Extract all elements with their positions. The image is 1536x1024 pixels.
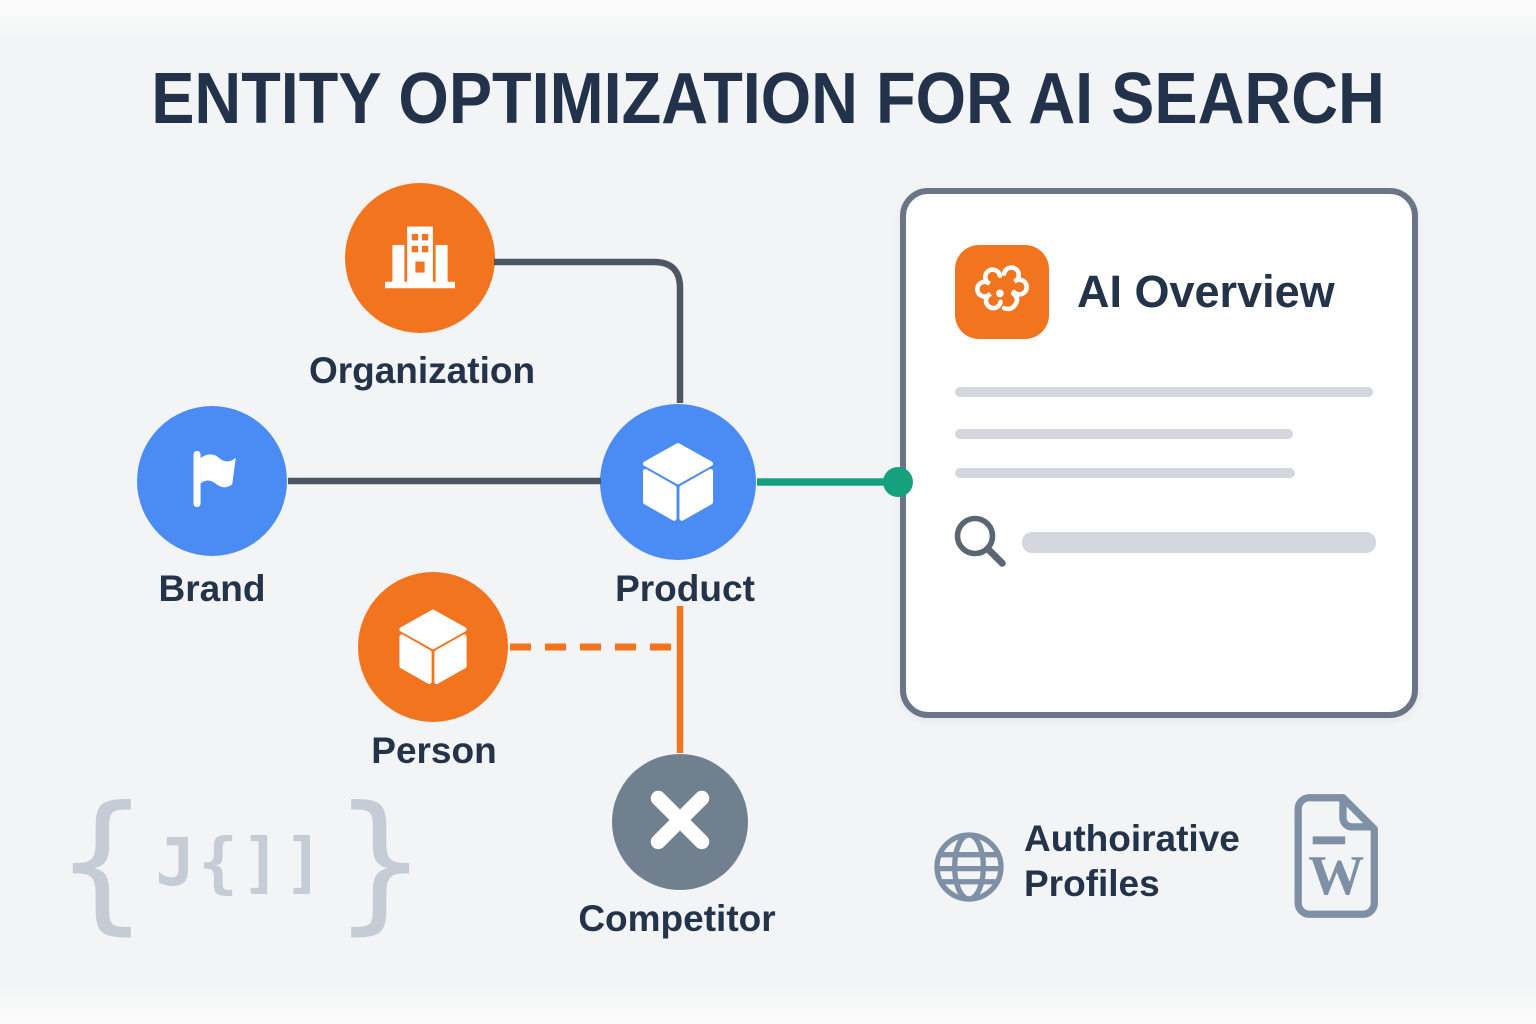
json-schema-icon: { J{]] } <box>54 782 428 942</box>
node-label-product: Product <box>615 568 755 609</box>
card-title: AI Overview <box>1077 266 1335 317</box>
search-placeholder-bar <box>1022 532 1376 553</box>
node-label-organization: Organization <box>308 350 536 391</box>
placeholder-text-line <box>955 387 1373 397</box>
ai-brain-icon <box>955 245 1049 339</box>
cube-icon <box>387 599 479 696</box>
schema-inner-glyphs: J{]] <box>155 823 327 901</box>
node-label-competitor: Competitor <box>578 898 776 939</box>
globe-icon <box>928 826 1010 913</box>
node-organization <box>345 183 495 333</box>
authoritative-profiles-label: Authoirative Profiles <box>1024 816 1240 906</box>
node-brand <box>137 406 287 556</box>
node-competitor <box>612 754 748 890</box>
building-icon <box>374 210 466 307</box>
left-brace-glyph: { <box>54 775 150 949</box>
flag-icon <box>168 435 256 528</box>
cube-icon <box>630 432 726 533</box>
authoritative-label-line1: Authoirative <box>1024 818 1240 859</box>
node-person <box>358 572 508 722</box>
wiki-document-icon: W <box>1278 788 1390 929</box>
x-icon <box>612 752 748 893</box>
right-brace-glyph: } <box>332 775 428 949</box>
node-product <box>600 404 756 560</box>
page-title: ENTITY OPTIMIZATION FOR AI SEARCH <box>151 59 1385 139</box>
placeholder-text-line <box>955 429 1293 439</box>
wiki-letter: W <box>1308 845 1364 907</box>
card-header: AI Overview <box>955 245 1335 339</box>
node-label-brand: Brand <box>158 568 266 609</box>
ai-overview-card: AI Overview <box>900 188 1418 718</box>
node-label-person: Person <box>371 730 497 771</box>
search-icon <box>947 508 1017 583</box>
authoritative-label-line2: Profiles <box>1024 863 1160 904</box>
placeholder-text-line <box>955 468 1295 478</box>
